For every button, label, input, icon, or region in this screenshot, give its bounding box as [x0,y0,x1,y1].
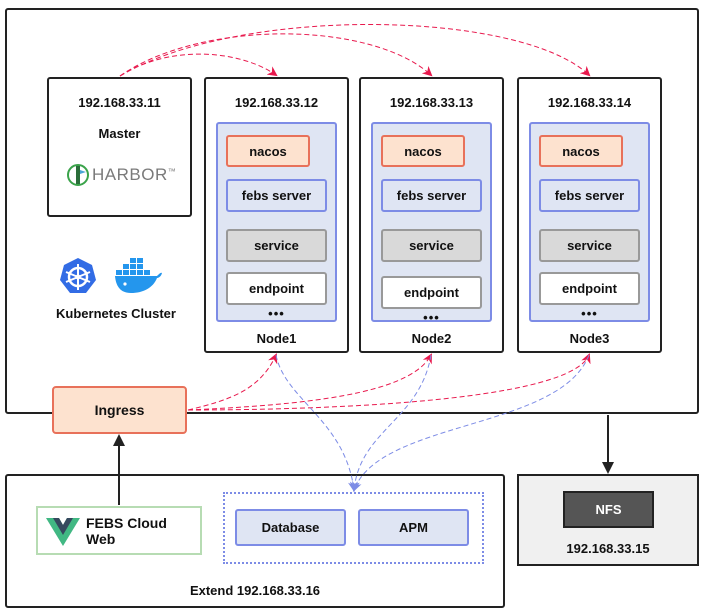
ingress-to-node2-arrow [187,353,432,411]
node2-to-services-arrow [349,354,432,492]
endpoint-box: endpoint [539,272,640,305]
nacos-box: nacos [226,135,310,167]
service-box: service [539,229,640,262]
master-role: Master [98,126,141,141]
nacos-box: nacos [381,135,465,167]
endpoint-box: endpoint [226,272,327,305]
endpoint-box: endpoint [381,276,482,309]
docker-icon [113,256,163,296]
nacos-box: nacos [539,135,623,167]
node-ip: 192.168.33.14 [547,95,632,110]
harbor-tm: ™ [167,166,176,176]
febs-server-box: febs server [226,179,327,212]
node3-to-services-arrow [352,354,590,492]
harbor-text: HARBOR [92,165,168,184]
more-ellipsis: ••• [268,306,285,321]
ingress-to-node1-arrow [187,353,278,411]
master-to-node3-arrow [119,24,591,77]
febs-server-box: febs server [381,179,482,212]
node-label: Node3 [569,331,610,346]
nfs-box: NFS [563,491,654,528]
kubernetes-icon [58,256,98,296]
node-label: Node1 [256,331,297,346]
service-box: service [226,229,327,262]
extend-label: Extend 192.168.33.16 [189,583,321,598]
node-pod-group: nacos febs server service endpoint ••• [216,122,337,322]
harbor-logo: HARBOR ™ [67,159,179,191]
harbor-icon [67,164,89,186]
ingress-to-node3-arrow [187,353,591,411]
node1-to-services-arrow [275,354,358,492]
services-group [223,492,484,564]
febs-server-box: febs server [539,179,640,212]
node-1: 192.168.33.12 nacos febs server service … [204,77,349,353]
node-3: 192.168.33.14 nacos febs server service … [517,77,662,353]
node-label: Node2 [411,331,452,346]
service-box: service [381,229,482,262]
master-to-node2-arrow [119,33,433,77]
more-ellipsis: ••• [581,306,598,321]
more-ellipsis: ••• [423,310,440,325]
node-pod-group: nacos febs server service endpoint ••• [529,122,650,322]
febs-cloud-web-box: FEBS Cloud Web [36,506,202,555]
node-2: 192.168.33.13 nacos febs server service … [359,77,504,353]
database-box: Database [235,509,346,546]
nfs-ip: 192.168.33.15 [566,541,650,556]
master-ip: 192.168.33.11 [78,95,161,110]
node-ip: 192.168.33.12 [234,95,319,110]
apm-box: APM [358,509,469,546]
ingress-box: Ingress [52,386,187,434]
master-to-node1-arrow [119,53,278,77]
node-ip: 192.168.33.13 [389,95,474,110]
master-node: 192.168.33.11 Master HARBOR ™ [47,77,192,217]
cluster-label: Kubernetes Cluster [56,306,176,321]
node-pod-group: nacos febs server service endpoint ••• [371,122,492,325]
vue-icon [46,517,80,546]
febs-cloud-web-label: FEBS Cloud Web [85,514,167,547]
